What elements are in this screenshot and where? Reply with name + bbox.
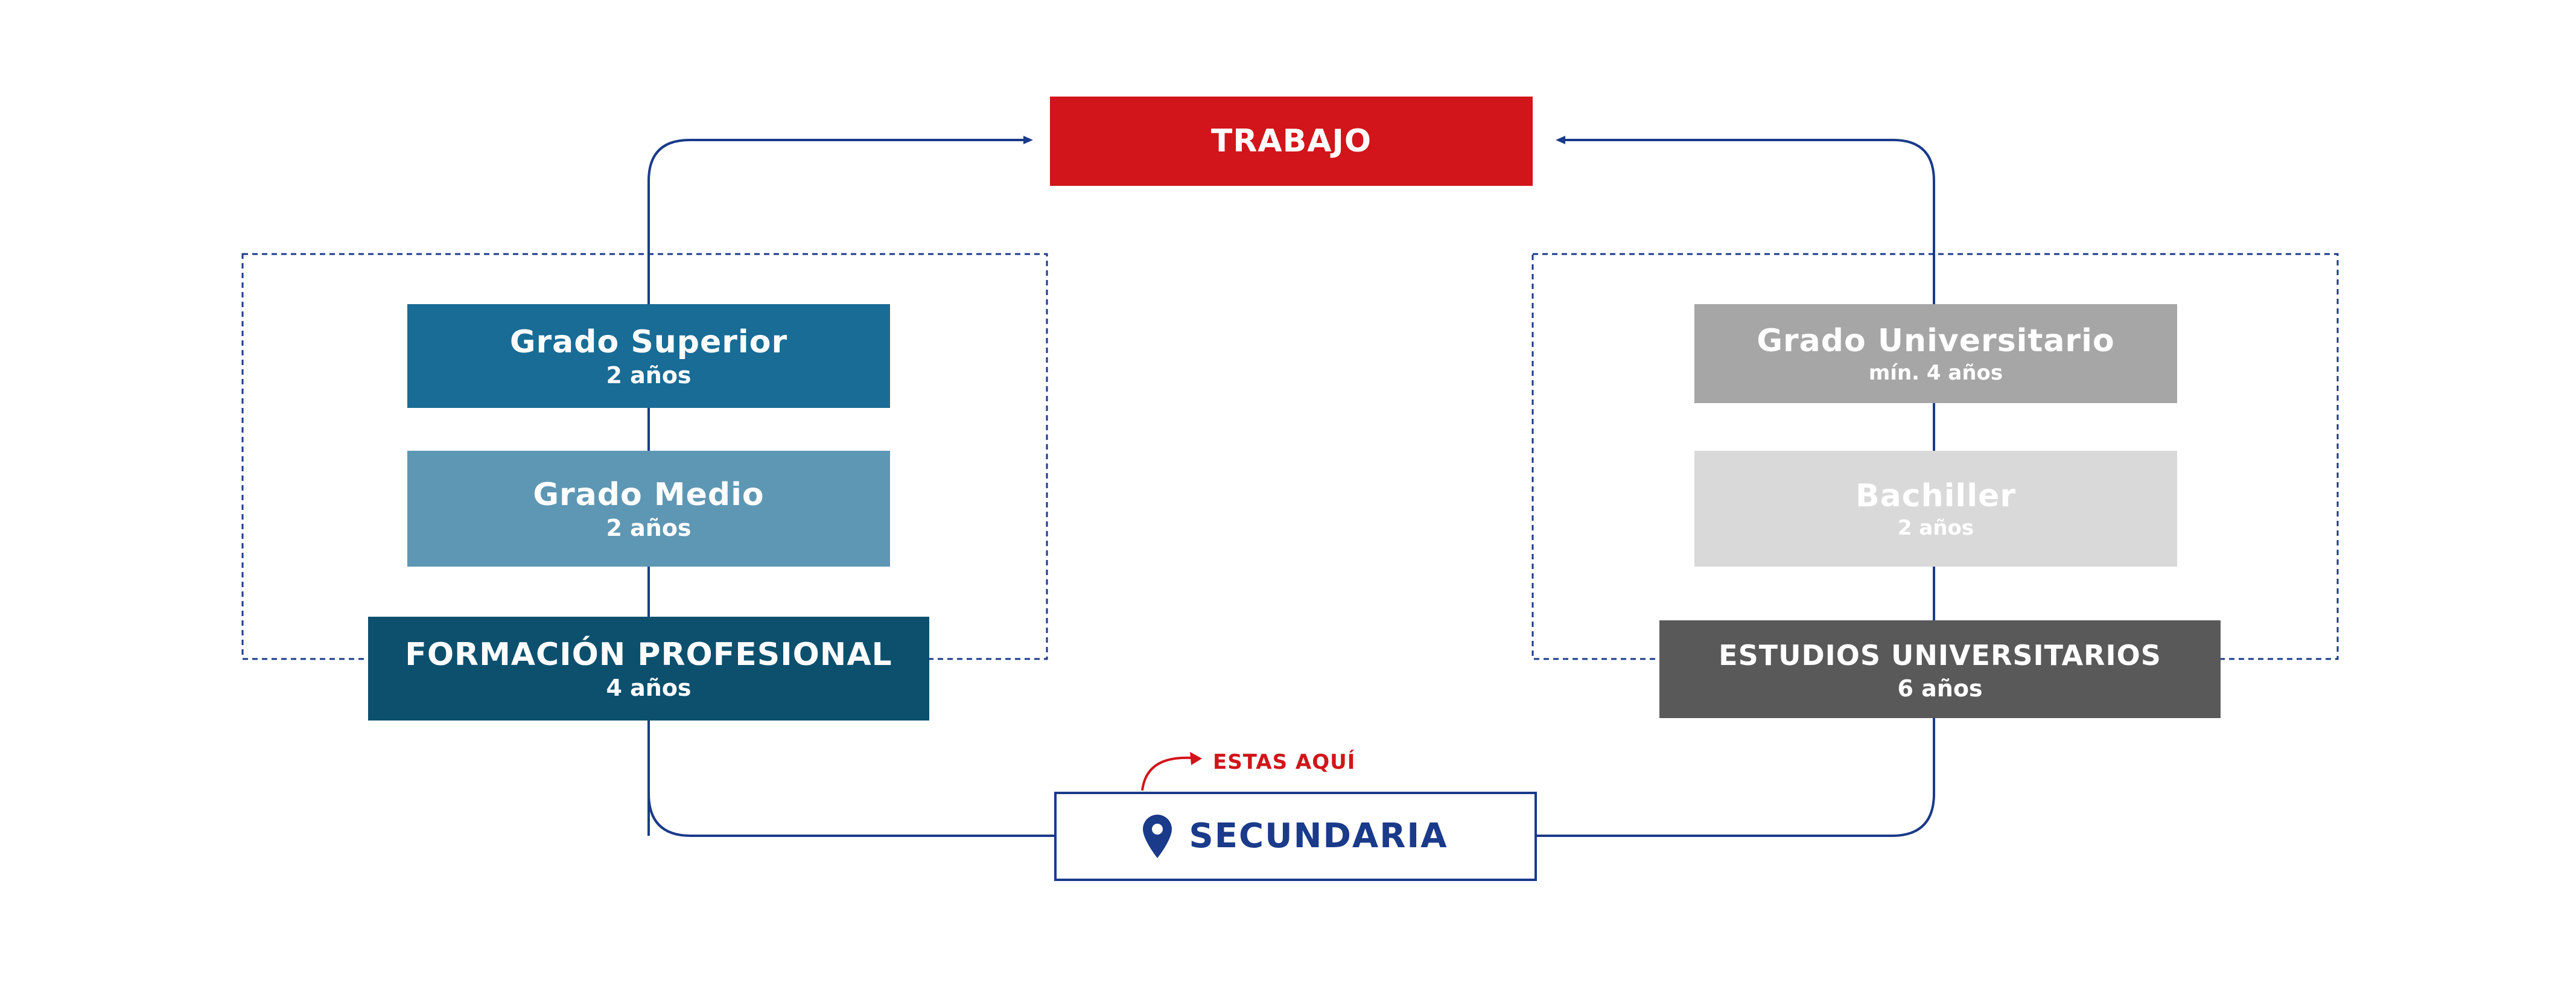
grado-universitario-title: Grado Universitario (1757, 323, 2115, 359)
bachiller-duration: 2 años (1897, 516, 1974, 540)
arrowhead-right (1556, 136, 1565, 144)
estas-aqui-label: ESTAS AQUÍ (1213, 750, 1356, 774)
grado-universitario-duration: mín. 4 años (1868, 361, 2003, 385)
curved-arrow-icon (1141, 756, 1192, 791)
bachiller-box: Bachiller 2 años (1694, 451, 2177, 567)
secundaria-label: SECUNDARIA (1189, 816, 1448, 856)
arrowhead-left (1023, 136, 1033, 144)
location-pin-icon (1143, 815, 1172, 858)
estudios-universitarios-duration: 6 años (1897, 675, 1983, 702)
trabajo-label: TRABAJO (1210, 123, 1372, 159)
formacion-profesional-title: FORMACIÓN PROFESIONAL (405, 637, 892, 673)
left-path-to-trabajo (647, 139, 1026, 836)
grado-medio-duration: 2 años (606, 515, 692, 541)
formacion-profesional-box: FORMACIÓN PROFESIONAL 4 años (368, 617, 929, 721)
trabajo-box: TRABAJO (1050, 97, 1533, 186)
grado-superior-box: Grado Superior 2 años (407, 304, 890, 408)
left-group-frame (241, 253, 1048, 660)
grado-medio-box: Grado Medio 2 años (407, 451, 890, 567)
secundaria-box: SECUNDARIA (1054, 792, 1537, 881)
formacion-profesional-duration: 4 años (606, 675, 692, 701)
right-path-to-trabajo (1563, 139, 1935, 797)
grado-universitario-box: Grado Universitario mín. 4 años (1694, 304, 2177, 403)
grado-medio-title: Grado Medio (533, 477, 765, 513)
grado-superior-duration: 2 años (606, 362, 692, 389)
grado-superior-title: Grado Superior (509, 324, 788, 360)
estudios-universitarios-title: ESTUDIOS UNIVERSITARIOS (1719, 639, 2161, 672)
estudios-universitarios-box: ESTUDIOS UNIVERSITARIOS 6 años (1659, 620, 2221, 718)
right-path-from-secundaria (1537, 718, 1935, 837)
bachiller-title: Bachiller (1856, 478, 2016, 514)
left-path-from-secundaria (647, 718, 1054, 837)
